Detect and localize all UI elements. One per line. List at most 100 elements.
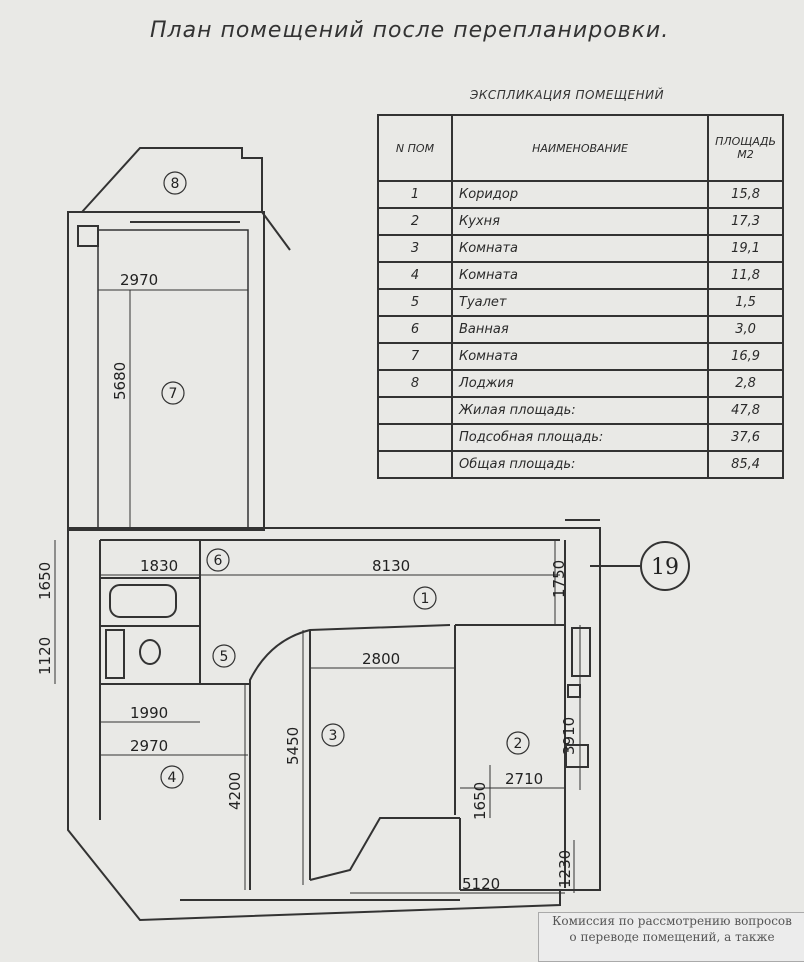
cell-name: Лоджия	[450, 369, 710, 398]
stamp-line: о переводе помещений, а также	[569, 930, 775, 944]
appliance-icon	[567, 684, 581, 698]
dim-label: 4200	[226, 772, 244, 810]
dim-label: 5120	[462, 875, 500, 893]
room-marker-4	[160, 765, 184, 789]
room-marker-8	[163, 171, 187, 195]
room-number: 2	[514, 736, 523, 752]
total-row: Общая площадь:85,4	[377, 450, 784, 479]
cell-area: 17,3	[707, 207, 784, 236]
column	[77, 225, 99, 247]
room-marker-6	[206, 548, 230, 572]
apartment-outline	[67, 527, 601, 922]
room-number: 7	[169, 386, 178, 402]
cell-area: 19,1	[707, 234, 784, 263]
cell-num: 2	[377, 207, 453, 236]
dim-label: 3910	[560, 717, 578, 755]
header-area: ПЛОЩАДЬ М2	[707, 114, 784, 182]
bathtub-icon	[109, 584, 177, 618]
room-marker-1	[413, 586, 437, 610]
room-marker-3	[321, 723, 345, 747]
room-markers	[160, 171, 530, 789]
cell-area: 15,8	[707, 180, 784, 209]
dimension-labels: 2970 5680 1830 8130 1750 1650 1120 1990 …	[36, 271, 578, 893]
curved-wall	[249, 624, 451, 890]
cell-num: 5	[377, 288, 453, 317]
cell-empty	[377, 450, 453, 479]
room-number: 4	[168, 770, 177, 786]
cell-area: 16,9	[707, 342, 784, 371]
cell-num: 3	[377, 234, 453, 263]
header-num: N ПОМ	[377, 114, 453, 182]
cell-name: Ванная	[450, 315, 710, 344]
cell-name: Коридор	[450, 180, 710, 209]
cell-area: 47,8	[707, 396, 784, 425]
room-number: 6	[214, 553, 223, 569]
cell-num: 1	[377, 180, 453, 209]
page-title: План помещений после перепланировки.	[150, 18, 670, 43]
room-7-outline	[67, 211, 265, 531]
commission-stamp: Комиссия по рассмотрению вопросов о пере…	[538, 912, 804, 962]
total-row: Подсобная площадь:37,6	[377, 423, 784, 452]
kitchen-sink-icon	[571, 627, 591, 677]
stamp-line: Комиссия по рассмотрению вопросов	[552, 914, 792, 928]
room-number: 8	[171, 176, 180, 192]
cell-area: 11,8	[707, 261, 784, 290]
cell-name: Подсобная площадь:	[450, 423, 710, 452]
toilet-icon	[139, 639, 161, 665]
cell-empty	[377, 423, 453, 452]
wall	[309, 817, 460, 881]
stove-icon	[565, 744, 589, 768]
total-row: Жилая площадь:47,8	[377, 396, 784, 425]
toilet-room-outline	[99, 625, 201, 685]
cell-name: Комната	[450, 261, 710, 290]
dim-label: 1650	[471, 782, 489, 820]
header-name: НАИМЕНОВАНИЕ	[450, 114, 710, 182]
axis-circle	[640, 541, 690, 591]
axis-label: 19	[651, 555, 679, 580]
explication-title: ЭКСПЛИКАЦИЯ ПОМЕЩЕНИЙ	[470, 88, 665, 102]
cell-num: 8	[377, 369, 453, 398]
room-number: 3	[329, 728, 338, 744]
cell-name: Комната	[450, 342, 710, 371]
cell-num: 7	[377, 342, 453, 371]
cell-area: 2,8	[707, 369, 784, 398]
cell-name: Комната	[450, 234, 710, 263]
dim-label: 1990	[130, 704, 168, 722]
cell-area: 1,5	[707, 288, 784, 317]
room-marker-7	[161, 381, 185, 405]
dim-label: 1750	[550, 560, 568, 598]
cell-name: Жилая площадь:	[450, 396, 710, 425]
room-marker-2	[506, 731, 530, 755]
dim-label: 1230	[556, 850, 574, 888]
dim-label: 5680	[111, 362, 129, 400]
dim-label: 1830	[140, 557, 178, 575]
cell-num: 6	[377, 315, 453, 344]
dim-label: 8130	[372, 557, 410, 575]
walls	[54, 147, 690, 922]
dim-label: 2710	[505, 770, 543, 788]
dim-label: 2800	[362, 650, 400, 668]
cell-area: 37,6	[707, 423, 784, 452]
cell-name: Общая площадь:	[450, 450, 710, 479]
cell-area: 85,4	[707, 450, 784, 479]
room-number: 5	[220, 649, 229, 665]
cell-num: 4	[377, 261, 453, 290]
cell-empty	[377, 396, 453, 425]
room-number: 1	[421, 591, 430, 607]
dim-label: 1120	[36, 637, 54, 675]
cell-area: 3,0	[707, 315, 784, 344]
dim-label: 1650	[36, 562, 54, 600]
table-header: N ПОМ НАИМЕНОВАНИЕ ПЛОЩАДЬ М2	[377, 114, 784, 182]
cell-name: Туалет	[450, 288, 710, 317]
break-line	[261, 211, 291, 251]
